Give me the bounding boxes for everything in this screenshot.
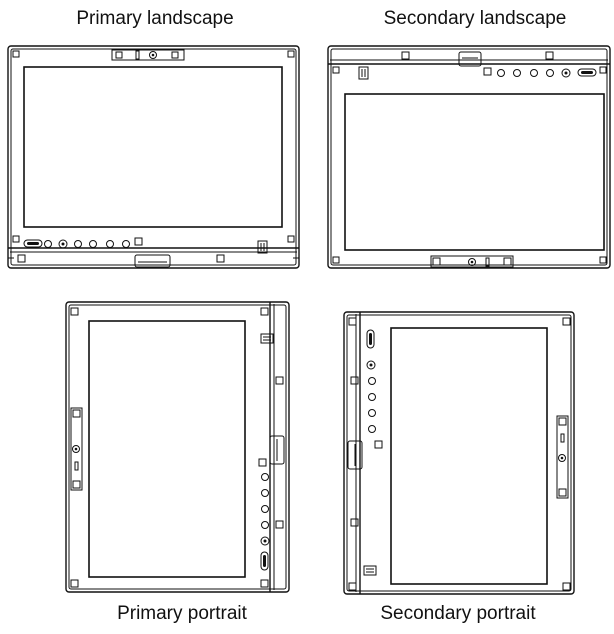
display-screen: [23, 66, 283, 228]
caption-primary-landscape: Primary landscape: [76, 8, 234, 29]
display-screen: [390, 327, 548, 585]
display-screen: [344, 93, 605, 251]
button-panel: [23, 237, 143, 249]
display-screen: [88, 320, 246, 578]
hinge-module: [111, 49, 185, 61]
tablet-primary-portrait: [65, 301, 290, 593]
caption-secondary-landscape: Secondary landscape: [383, 8, 567, 29]
hinge-module: [430, 255, 514, 268]
button-panel: [483, 67, 597, 78]
button-panel: [366, 329, 383, 449]
tablet-secondary-landscape: [327, 45, 611, 269]
caption-primary-portrait: Primary portrait: [117, 603, 247, 624]
hinge-module: [70, 407, 83, 491]
tablet-primary-landscape: [7, 45, 300, 269]
button-panel: [258, 458, 270, 571]
tablet-secondary-portrait: [343, 311, 575, 595]
hinge-module: [556, 415, 569, 499]
caption-secondary-portrait: Secondary portrait: [380, 603, 536, 624]
